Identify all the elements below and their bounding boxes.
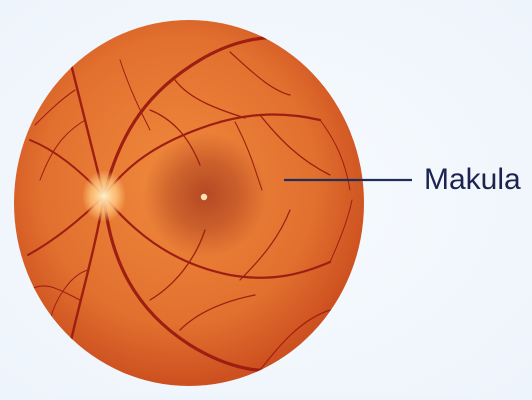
fovea bbox=[201, 194, 207, 200]
optic-disc bbox=[82, 170, 126, 222]
macula-label: Makula bbox=[424, 160, 521, 200]
